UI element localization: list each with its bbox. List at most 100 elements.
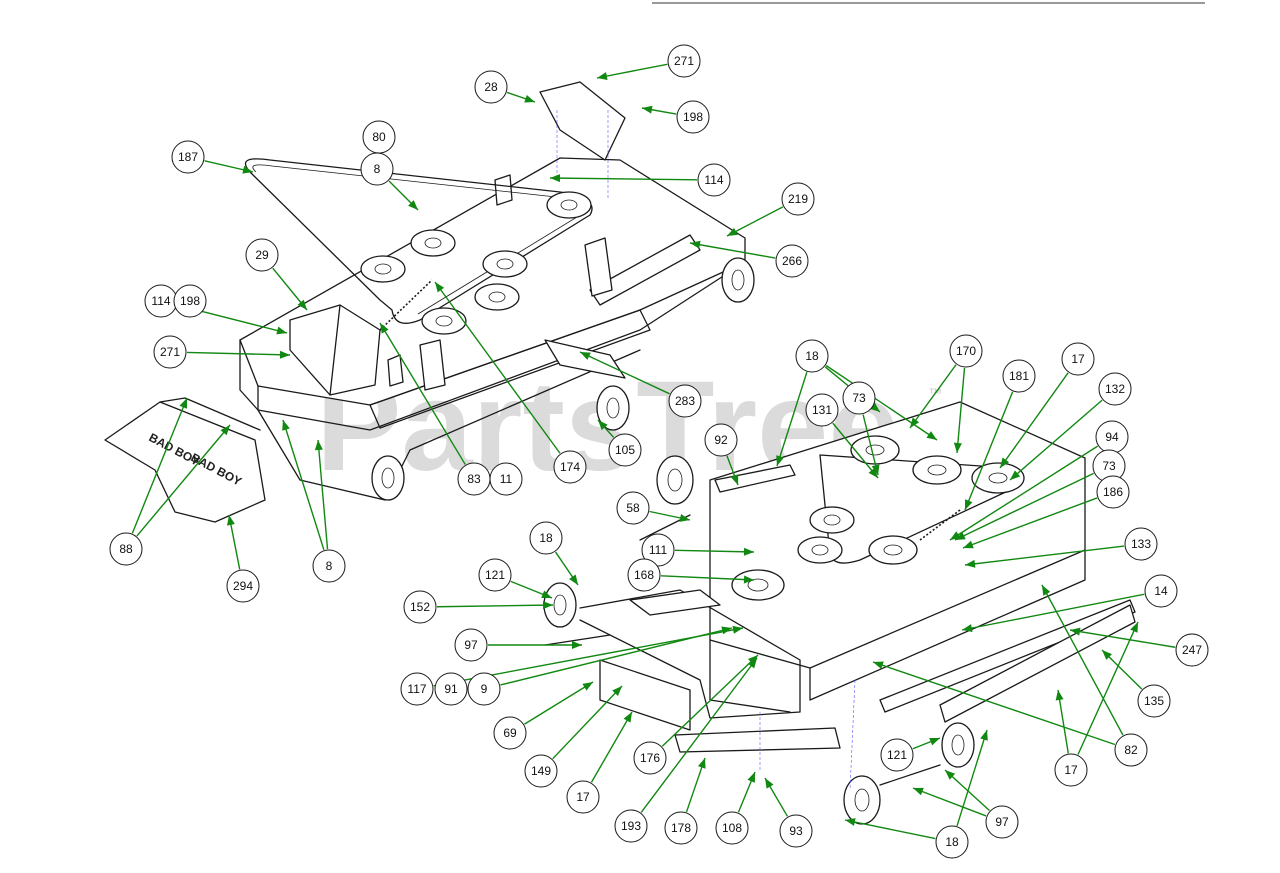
callout-bubble: 17 — [1061, 342, 1095, 376]
part-number-label: 193 — [621, 819, 641, 833]
leader-arrowhead — [569, 574, 578, 585]
leader-arrowhead — [1042, 585, 1051, 596]
callout-bubble: 88 — [109, 532, 143, 566]
callout-bubble: 91 — [434, 672, 468, 706]
leader-line — [1077, 621, 1139, 755]
leader-arrowhead — [1130, 622, 1138, 633]
leader-arrowhead — [910, 417, 920, 428]
leader-line — [500, 627, 733, 686]
leader-line — [689, 242, 776, 259]
leader-line — [964, 545, 1125, 566]
part-number-label: 271 — [674, 54, 694, 68]
part-number-label: 28 — [484, 80, 498, 94]
part-number-label: 121 — [887, 748, 907, 762]
callout-circle — [312, 549, 346, 583]
part-number-label: 8 — [326, 559, 333, 573]
leader-line — [962, 497, 1098, 549]
leader-arrowhead — [276, 326, 287, 335]
callout-bubble: 170 — [949, 334, 983, 368]
leader-arrowhead — [550, 174, 561, 183]
leader-arrowhead — [1000, 457, 1010, 468]
callout-bubble: 83 — [457, 462, 491, 496]
callout-circle — [641, 533, 675, 567]
callout-circle — [779, 814, 813, 848]
leader-line — [590, 711, 633, 783]
leader-arrowhead — [1010, 470, 1021, 480]
callout-bubble: 294 — [226, 569, 260, 603]
callout-circle — [627, 558, 661, 592]
callout-circle — [795, 339, 829, 373]
part-number-label: 152 — [410, 600, 430, 614]
part-number-label: 186 — [1103, 485, 1123, 499]
callout-bubble: 187 — [171, 140, 205, 174]
leader-line — [660, 575, 755, 581]
leader-arrowhead — [945, 770, 956, 780]
leader-line — [579, 351, 670, 395]
callout-bubble: 133 — [1124, 527, 1158, 561]
part-number-label: 198 — [683, 110, 703, 124]
leader-arrowhead — [727, 227, 738, 236]
leader-arrowhead — [765, 778, 774, 789]
callout-bubble: 271 — [667, 44, 701, 78]
leader-line — [661, 654, 759, 747]
callout-circle — [1061, 342, 1095, 376]
callout-bubble: 73 — [842, 381, 876, 415]
callout-circle — [1114, 733, 1148, 767]
callout-bubble: 29 — [245, 238, 279, 272]
leader-line — [944, 769, 990, 812]
leader-line — [317, 439, 329, 550]
callout-circle — [1144, 574, 1178, 608]
callout-circle — [474, 70, 508, 104]
callout-bubble: 28 — [474, 70, 508, 104]
leader-line — [862, 414, 879, 476]
leader-arrowhead — [542, 601, 553, 610]
callout-bubble: 219 — [781, 182, 815, 216]
part-number-label: 170 — [956, 344, 976, 358]
leader-line — [776, 371, 808, 467]
leader-arrowhead — [408, 200, 418, 210]
callout-bubble: 198 — [676, 100, 710, 134]
callout-circle — [704, 423, 738, 457]
part-number-label: 88 — [119, 542, 133, 556]
callout-bubble: 18 — [529, 521, 563, 555]
callout-bubble: 93 — [779, 814, 813, 848]
callout-circle — [566, 780, 600, 814]
callout-bubble: 18 — [795, 339, 829, 373]
callout-bubble: 9 — [467, 672, 501, 706]
leader-arrowhead — [314, 440, 323, 451]
part-number-label: 132 — [1105, 382, 1125, 396]
callout-circle — [153, 335, 187, 369]
part-number-label: 176 — [640, 751, 660, 765]
leader-line — [434, 281, 561, 454]
leader-line — [131, 397, 188, 534]
leader-line — [832, 422, 879, 479]
leader-line — [1009, 399, 1103, 481]
part-number-label: 108 — [722, 821, 742, 835]
part-number-label: 121 — [485, 568, 505, 582]
leader-line — [999, 372, 1069, 469]
leader-arrowhead — [747, 658, 757, 669]
leader-arrowhead — [721, 626, 732, 635]
leader-arrowhead — [642, 105, 653, 114]
leader-arrowhead — [747, 772, 755, 783]
leader-arrowhead — [297, 299, 307, 310]
callout-bubble: 121 — [478, 558, 512, 592]
leader-arrowhead — [623, 712, 632, 723]
leader-arrowhead — [748, 655, 758, 665]
leader-arrowhead — [776, 455, 784, 466]
callout-circle — [524, 754, 558, 788]
part-number-label: 73 — [1102, 459, 1116, 473]
pulley-main — [410, 229, 456, 257]
callout-circle — [467, 672, 501, 706]
callout-bubble: 186 — [1096, 475, 1130, 509]
leader-line — [674, 549, 755, 553]
leader-line — [726, 206, 784, 237]
leader-arrowhead — [868, 467, 878, 478]
leader-arrowhead — [282, 420, 290, 431]
part-number-label: 14 — [1154, 584, 1168, 598]
part-number-label: 219 — [788, 192, 808, 206]
part-number-label: 94 — [1105, 430, 1119, 444]
callout-bubble: 80 — [362, 120, 396, 154]
callout-bubble: 11 — [489, 462, 523, 496]
